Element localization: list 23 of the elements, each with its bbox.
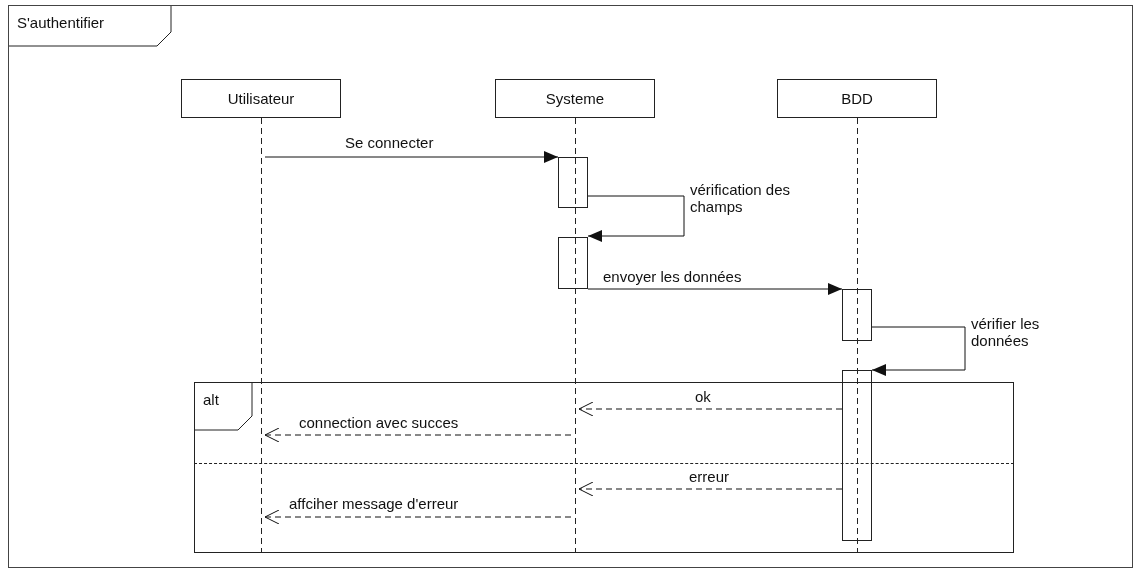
- message-arrow: [871, 326, 966, 376]
- return-arrow: [578, 481, 843, 497]
- lifeline-header: BDD: [777, 79, 937, 118]
- activation-bar: [842, 370, 872, 541]
- return-arrow: [264, 509, 572, 525]
- sequence-frame: [8, 5, 1133, 568]
- message-label: ok: [693, 388, 713, 405]
- lifeline-header: Systeme: [495, 79, 655, 118]
- message-arrow: [587, 283, 843, 295]
- message-label: connection avec succes: [297, 414, 461, 431]
- frame-title: S'authentifier: [16, 14, 106, 31]
- return-arrow: [264, 427, 572, 443]
- message-label: envoyer les données: [601, 268, 744, 285]
- activation-bar: [558, 237, 588, 289]
- return-arrow: [578, 401, 843, 417]
- lifeline-header: Utilisateur: [181, 79, 341, 118]
- fragment-tab: [194, 382, 252, 430]
- message-label: affciher message d'erreur: [287, 495, 461, 512]
- message-arrow: [587, 195, 685, 242]
- fragment-label: alt: [202, 391, 220, 408]
- message-arrow: [264, 151, 559, 163]
- activation-bar: [558, 157, 588, 208]
- activation-bar: [842, 289, 872, 341]
